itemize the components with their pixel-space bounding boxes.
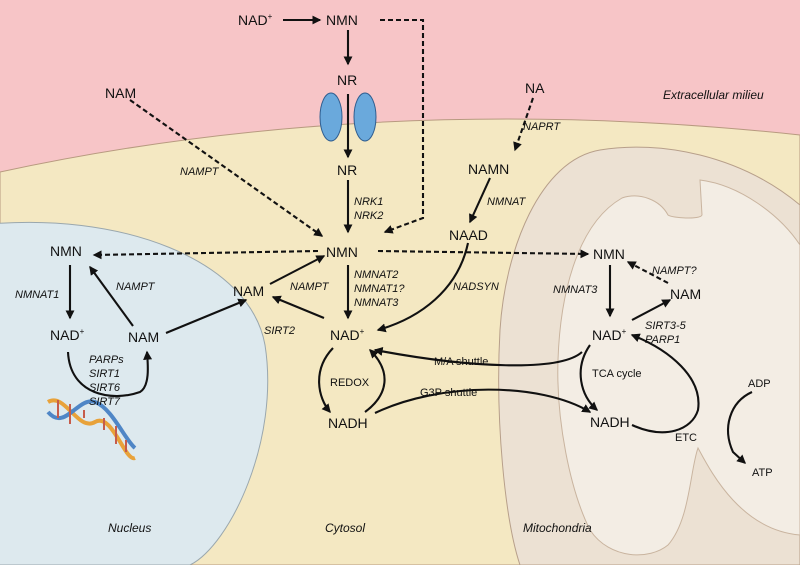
arrow-namn-to-naad: [469, 177, 491, 224]
enzyme-nmnat2: NMNAT2: [354, 269, 398, 281]
nad-cytosol: NAD+: [330, 327, 365, 343]
nr-extracellular: NR: [337, 72, 357, 88]
enzyme-sirt1: SIRT1: [89, 368, 120, 380]
nam-nucleus: NAM: [128, 329, 159, 345]
nmn-nucleus: NMN: [50, 243, 82, 259]
g3p-shuttle-label: G3P shuttle: [420, 387, 477, 399]
tca-cycle-label: TCA cycle: [592, 368, 642, 380]
arrow-adp-to-atp: [727, 391, 753, 464]
label-mitochondria: Mitochondria: [523, 521, 592, 535]
nr-transporter-right: [353, 92, 377, 142]
dna-helix-icon: [46, 398, 137, 461]
enzyme-nmnat1: NMNAT1: [15, 289, 59, 301]
arrow-nam-extra-to-nmn: [129, 99, 324, 237]
nmn-mitochondria: NMN: [593, 246, 625, 262]
enzyme-nmnat3-cytosol: NMNAT3: [354, 297, 399, 309]
label-cytosol: Cytosol: [325, 521, 365, 535]
arrow-nad-to-nadh-mito: [579, 344, 599, 411]
arrow-nadh-to-nad-mito: [630, 333, 700, 434]
nad-mitochondria: NAD+: [592, 327, 627, 343]
enzyme-nampt-cytosol: NAMPT: [290, 281, 330, 293]
arrow-naad-to-nad: [376, 242, 470, 333]
nadh-mitochondria: NADH: [590, 414, 630, 430]
nam-extracellular: NAM: [105, 85, 136, 101]
arrow-nmn-to-mitochondria: [377, 249, 590, 259]
arrow-nam-to-nmn-nuc: [89, 265, 134, 327]
enzyme-nampt-nucleus: NAMPT: [116, 281, 156, 293]
naad-cytosol: NAAD: [449, 227, 488, 243]
label-nucleus: Nucleus: [108, 521, 151, 535]
ma-shuttle-label: M/A shuttle: [434, 356, 488, 368]
enzyme-nampt-question: NAMPT?: [652, 265, 698, 277]
enzyme-nampt-extra: NAMPT: [180, 166, 220, 178]
enzyme-nmnat1-question: NMNAT1?: [354, 283, 405, 295]
namn-cytosol: NAMN: [468, 161, 509, 177]
arrow-nad-to-nadh: [318, 347, 334, 414]
enzyme-nadsyn: NADSYN: [453, 281, 499, 293]
nr-cytosol: NR: [337, 162, 357, 178]
arrow-nad-to-nam-cyt: [271, 295, 325, 319]
arrow-nmn-to-nucleus: [92, 249, 319, 260]
nmn-extracellular: NMN: [326, 12, 358, 28]
text-layer: Extracellular milieu Nucleus Cytosol Mit…: [15, 12, 773, 535]
enzyme-sirt3-5: SIRT3-5: [645, 320, 687, 332]
enzyme-parp1: PARP1: [645, 334, 680, 346]
enzyme-parps: PARPs: [89, 354, 124, 366]
arrow-nad-to-nam-mito: [631, 299, 672, 321]
arrow-ma-shuttle: [373, 347, 583, 367]
enzyme-nrk1: NRK1: [354, 196, 383, 208]
arrow-nam-to-nmn-cyt: [269, 255, 326, 285]
mitochondria-region: [498, 146, 800, 565]
label-extracellular: Extracellular milieu: [663, 88, 764, 102]
enzyme-nmnat3-mito: NMNAT3: [553, 284, 598, 296]
enzyme-nmnat: NMNAT: [487, 196, 527, 208]
arrow-g3p-shuttle: [374, 388, 592, 414]
nr-transporter-left: [319, 92, 343, 142]
enzyme-sirt7: SIRT7: [89, 396, 121, 408]
arrow-nad-to-nam-nuc: [66, 350, 153, 398]
nad-extracellular: NAD+: [238, 12, 273, 28]
na-extracellular: NA: [525, 80, 545, 96]
enzyme-nrk2: NRK2: [354, 210, 383, 222]
nadh-cytosol: NADH: [328, 415, 368, 431]
atp-label: ATP: [752, 467, 773, 479]
nmn-cytosol: NMN: [326, 244, 358, 260]
arrow-nadh-to-nad: [364, 349, 386, 413]
nam-cytosol: NAM: [233, 283, 264, 299]
nam-mitochondria: NAM: [670, 286, 701, 302]
etc-label: ETC: [675, 432, 697, 444]
nad-nucleus: NAD+: [50, 327, 85, 343]
adp-label: ADP: [748, 378, 771, 390]
arrow-na-to-namn: [513, 97, 534, 152]
arrow-nam-nucleus-to-cytosol: [165, 298, 248, 334]
enzyme-naprt: NAPRT: [523, 121, 561, 133]
redox-label: REDOX: [330, 377, 370, 389]
enzyme-sirt6: SIRT6: [89, 382, 121, 394]
enzyme-sirt2: SIRT2: [264, 325, 295, 337]
